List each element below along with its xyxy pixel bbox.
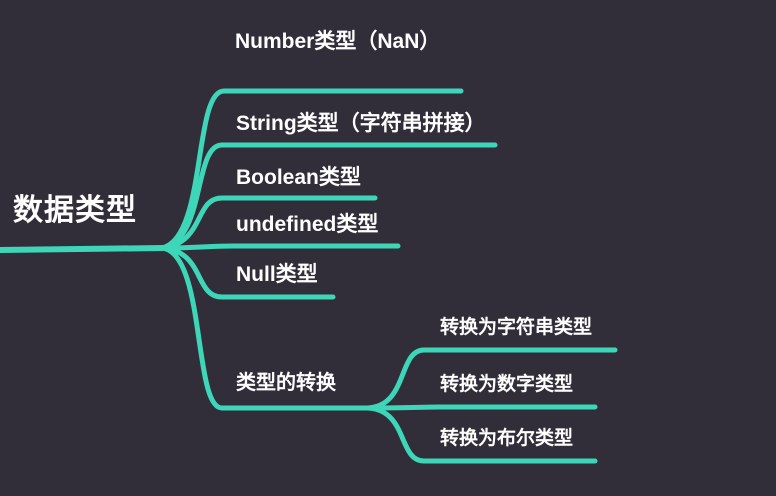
branch-root-underline: [0, 245, 164, 253]
topic-number-type[interactable]: Number类型（NaN）: [235, 30, 441, 53]
branch-to-string: [365, 347, 618, 411]
topic-undefined-type[interactable]: undefined类型: [236, 213, 379, 236]
topic-boolean-type[interactable]: Boolean类型: [236, 166, 361, 189]
topic-null-type[interactable]: Null类型: [236, 263, 318, 286]
topic-type-conversion[interactable]: 类型的转换: [236, 372, 336, 394]
branch-to-number: [365, 404, 598, 411]
branch-boolean: [159, 195, 378, 251]
branch-string: [159, 142, 498, 251]
topic-convert-to-number[interactable]: 转换为数字类型: [440, 374, 574, 395]
branch-convert: [159, 245, 372, 411]
root-topic-data-types[interactable]: 数据类型: [13, 194, 137, 227]
topic-string-type[interactable]: String类型（字符串拼接）: [236, 112, 486, 135]
topic-convert-to-string[interactable]: 转换为字符串类型: [440, 317, 593, 338]
branch-null: [159, 245, 336, 300]
branch-undefined: [159, 243, 401, 251]
topic-convert-to-boolean[interactable]: 转换为布尔类型: [440, 428, 574, 449]
branch-to-boolean: [365, 405, 598, 464]
